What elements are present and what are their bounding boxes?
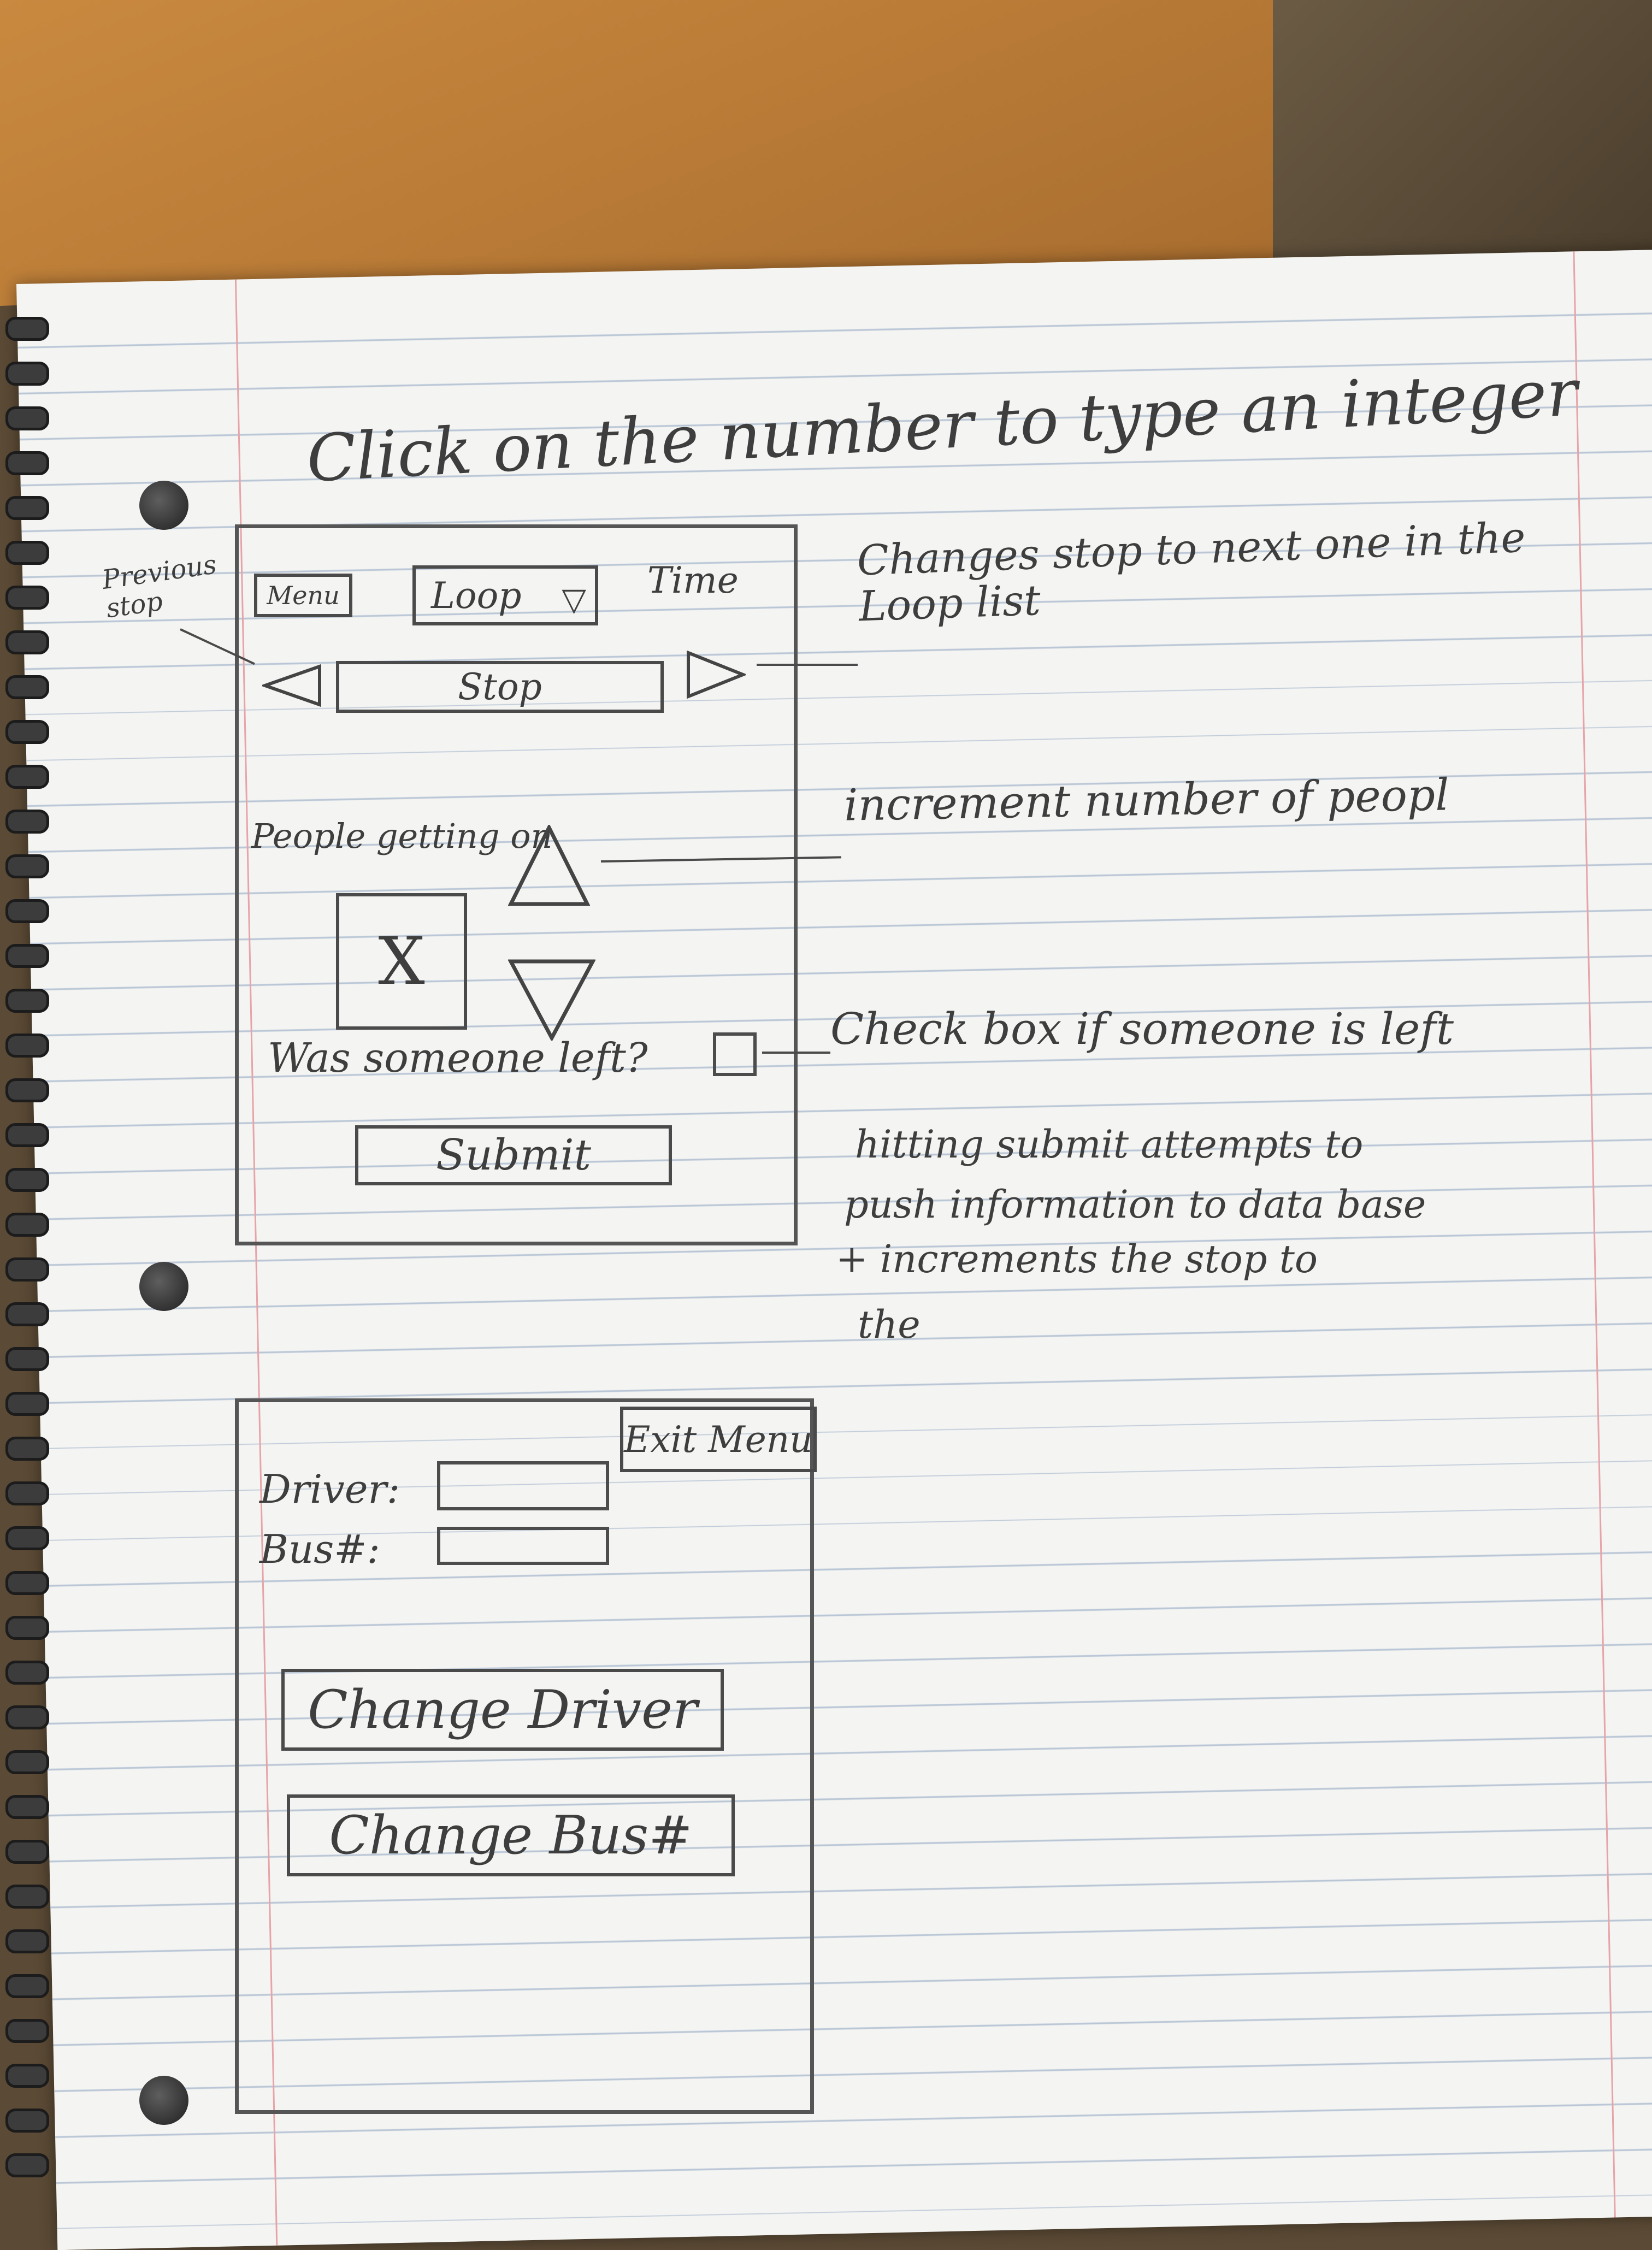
- right-triangle-icon[interactable]: [686, 650, 746, 699]
- driver-label: Driver:: [259, 1466, 400, 1512]
- bus-label: Bus#:: [259, 1526, 380, 1572]
- spiral-coil: [5, 1750, 49, 1774]
- spiral-coil: [5, 1974, 49, 1998]
- spiral-coil: [5, 1661, 49, 1685]
- driver-input[interactable]: [437, 1461, 609, 1510]
- spiral-coil: [5, 675, 49, 699]
- spiral-coil: [5, 1078, 49, 1102]
- spiral-coil: [5, 317, 49, 341]
- spiral-coil: [5, 496, 49, 520]
- spiral-coil: [5, 2153, 49, 2177]
- up-triangle-icon[interactable]: [508, 825, 590, 907]
- spiral-coil: [5, 989, 49, 1013]
- change-driver-button[interactable]: Change Driver: [281, 1669, 724, 1751]
- chevron-down-icon: ▽: [562, 581, 586, 618]
- left-triangle-icon[interactable]: [262, 664, 322, 707]
- spiral-coil: [5, 1347, 49, 1371]
- down-triangle-icon[interactable]: [508, 959, 595, 1041]
- spiral-coil: [5, 765, 49, 789]
- spiral-coil: [5, 2109, 49, 2133]
- spiral-coil: [5, 1168, 49, 1192]
- wireframe-screen-main: [235, 524, 798, 1245]
- checkbox-icon[interactable]: [713, 1032, 757, 1076]
- stop-field[interactable]: Stop: [336, 661, 664, 713]
- submit-note-line3: + increments the stop to: [836, 1237, 1318, 1282]
- punch-hole: [139, 1262, 188, 1311]
- spiral-coil: [5, 630, 49, 654]
- spiral-coil: [5, 854, 49, 878]
- wireframe-screen-menu: [235, 1398, 814, 2114]
- spiral-coil: [5, 1705, 49, 1729]
- connector-line: [762, 1052, 830, 1054]
- spiral-coil: [5, 1840, 49, 1864]
- punch-hole: [139, 481, 188, 530]
- spiral-coil: [5, 1213, 49, 1237]
- change-bus-button[interactable]: Change Bus#: [287, 1794, 735, 1876]
- spiral-coil: [5, 406, 49, 430]
- spiral-coil: [5, 1885, 49, 1909]
- people-count-box[interactable]: X: [336, 893, 467, 1030]
- loop-dropdown[interactable]: Loop ▽: [412, 565, 598, 625]
- spiral-coil: [5, 1795, 49, 1819]
- spiral-coil: [5, 2019, 49, 2043]
- spiral-coil: [5, 362, 49, 386]
- increment-note: increment number of peopl: [843, 769, 1450, 831]
- spiral-coil: [5, 1123, 49, 1147]
- bus-input[interactable]: [437, 1527, 609, 1565]
- spiral-coil: [5, 1257, 49, 1282]
- menu-button[interactable]: Menu: [254, 574, 352, 617]
- spiral-coil: [5, 1571, 49, 1595]
- punch-hole: [139, 2076, 188, 2125]
- spiral-coil: [5, 1437, 49, 1461]
- connector-line: [757, 664, 858, 666]
- spiral-coil: [5, 944, 49, 968]
- checkbox-note: Check box if someone is left: [830, 1003, 1454, 1054]
- spiral-coil: [5, 1929, 49, 1953]
- exit-menu-button[interactable]: Exit Menu: [620, 1407, 817, 1472]
- desk-background: [1273, 0, 1652, 284]
- spiral-binding: [0, 306, 49, 2202]
- spiral-coil: [5, 720, 49, 744]
- spiral-coil: [5, 810, 49, 834]
- spiral-coil: [5, 1616, 49, 1640]
- spiral-coil: [5, 1526, 49, 1550]
- spiral-coil: [5, 586, 49, 610]
- spiral-coil: [5, 1302, 49, 1326]
- submit-note-line1: hitting submit attempts to: [855, 1122, 1364, 1167]
- spiral-coil: [5, 2064, 49, 2088]
- loop-dropdown-label: Loop: [431, 574, 522, 617]
- people-getting-on-label: People getting on: [251, 816, 553, 856]
- submit-note-line2: push information to data base: [844, 1182, 1426, 1227]
- spiral-coil: [5, 1034, 49, 1058]
- spiral-coil: [5, 1392, 49, 1416]
- time-label: Time: [647, 559, 739, 601]
- submit-button[interactable]: Submit: [355, 1125, 672, 1185]
- spiral-coil: [5, 541, 49, 565]
- spiral-coil: [5, 1481, 49, 1505]
- was-someone-left-label: Was someone left?: [268, 1035, 648, 1082]
- submit-note-line4: the: [858, 1302, 921, 1347]
- folder-background: [0, 0, 1328, 306]
- spiral-coil: [5, 899, 49, 923]
- spiral-coil: [5, 451, 49, 475]
